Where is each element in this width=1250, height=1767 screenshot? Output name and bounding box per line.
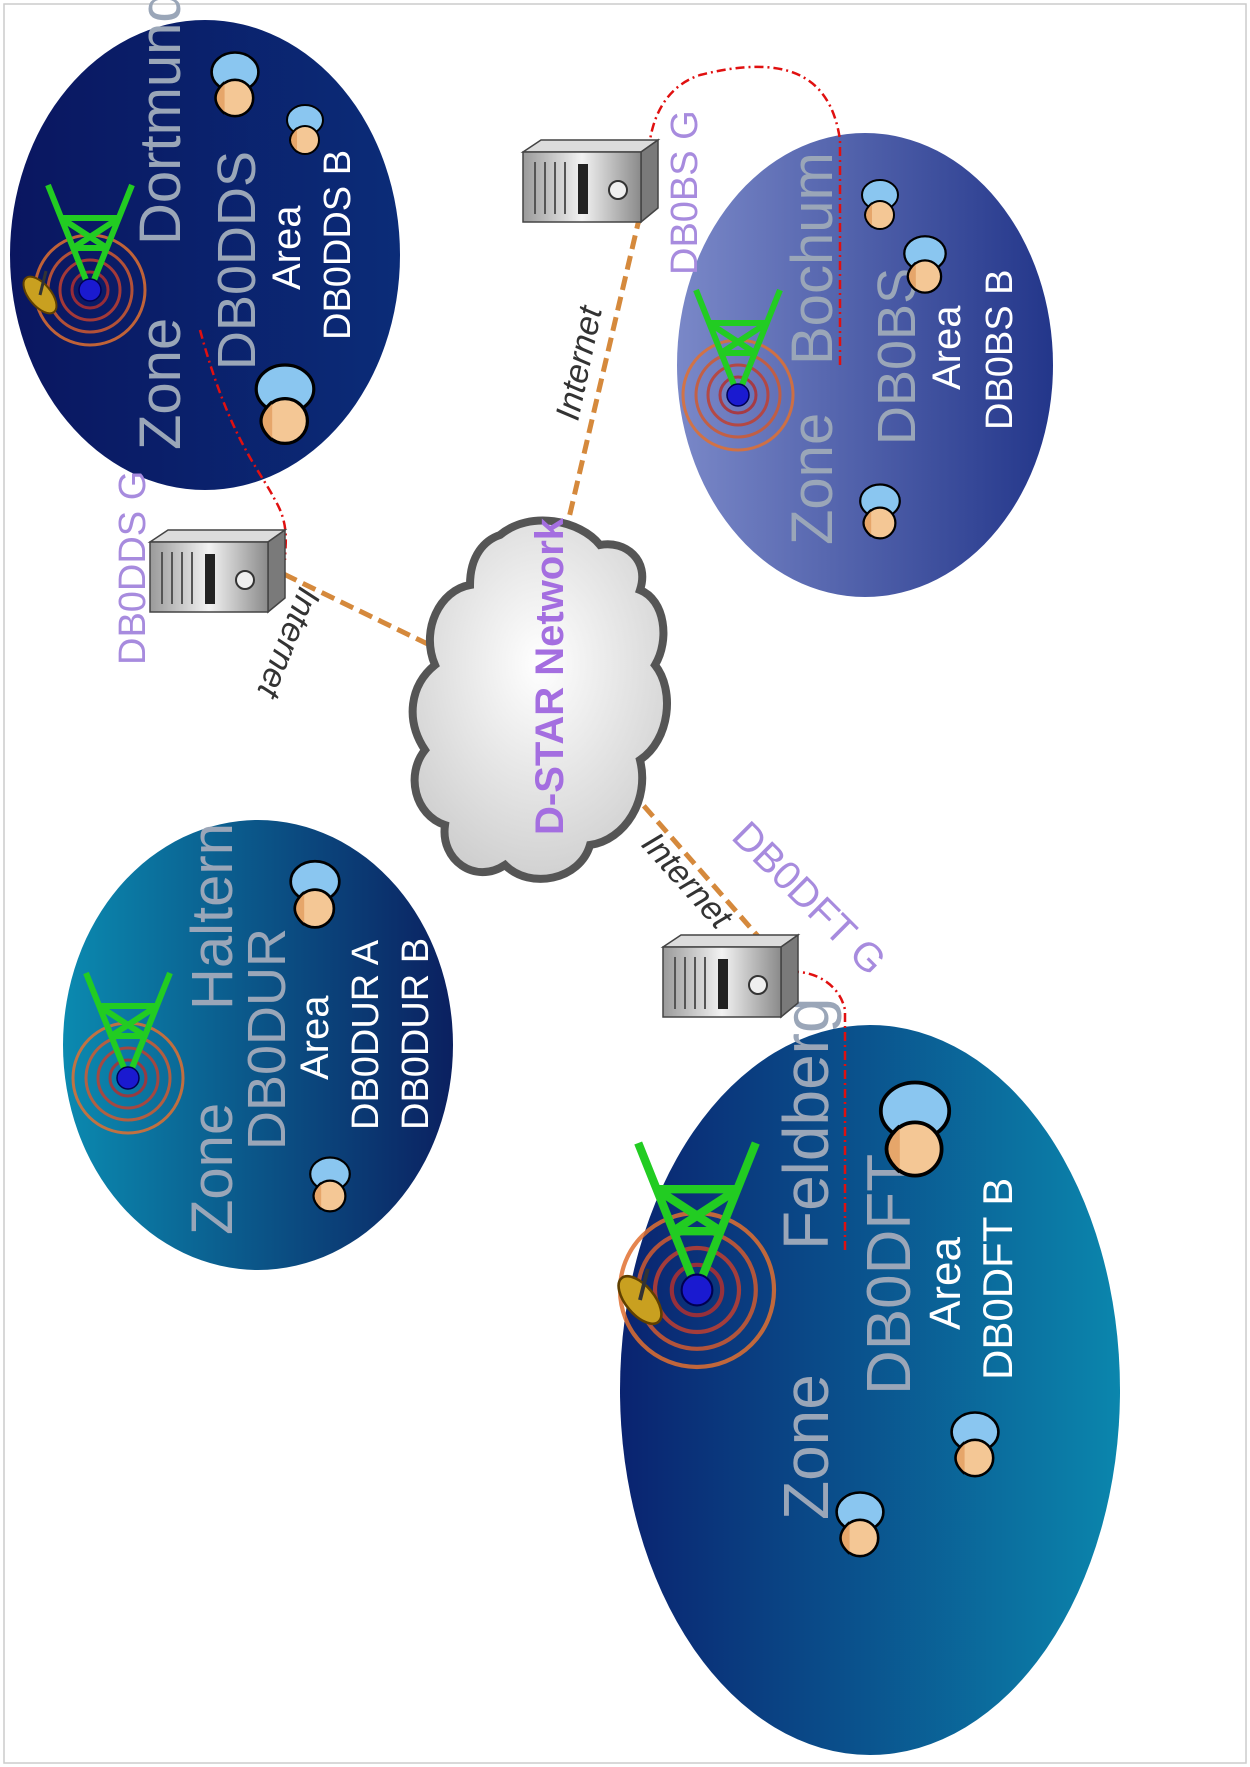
gateway-dortmund-label: DB0DDS G xyxy=(112,471,154,665)
user-avatar-icon xyxy=(210,51,260,118)
zone-haltern-area: Area xyxy=(293,995,337,1080)
user-avatar-icon xyxy=(903,235,947,294)
zone-feldberg-code: DB0DFT xyxy=(855,1154,924,1395)
zone-bochum-area: Area xyxy=(925,305,969,390)
zone-feldberg-area: Area xyxy=(921,1237,970,1330)
zone-bochum-repeater-b: DB0BS B xyxy=(979,269,1021,430)
zone-haltern: Zone Haltern DB0DUR Area DB0DUR A DB0DUR… xyxy=(63,820,453,1270)
zone-haltern-repeater-a: DB0DUR A xyxy=(345,939,387,1130)
zone-dortmund-repeater-b: DB0DDS B xyxy=(317,150,359,340)
link-feldberg xyxy=(628,788,772,952)
internet-label-bochum: Internet xyxy=(549,301,610,423)
zone-dortmund-code: DB0DDS xyxy=(207,151,267,370)
link-dortmund xyxy=(263,562,442,653)
gateway-dortmund: DB0DDS G xyxy=(112,471,286,665)
dstar-network-cloud: D-STAR Network xyxy=(408,516,671,883)
zone-feldberg-label: Zone xyxy=(770,1374,842,1520)
zone-bochum-label: Zone xyxy=(780,413,845,545)
internet-label-feldberg: Internet xyxy=(634,825,740,937)
gateway-bochum-label: DB0BS G xyxy=(664,110,706,275)
zone-feldberg: Zone Feldberg DB0DFT Area DB0DFT B xyxy=(608,997,1120,1755)
user-avatar-icon xyxy=(289,859,341,929)
user-avatar-icon xyxy=(309,1156,351,1213)
zone-feldberg-name: Feldberg xyxy=(770,997,842,1250)
gateway-bochum: DB0BS G xyxy=(522,110,706,275)
user-avatar-icon xyxy=(254,363,316,445)
zone-haltern-code: DB0DUR xyxy=(237,928,297,1150)
server-icon xyxy=(522,139,659,223)
user-avatar-icon xyxy=(861,179,899,230)
zone-haltern-repeater-b: DB0DUR B xyxy=(395,938,437,1130)
radio-path-dortmund xyxy=(198,329,288,561)
zone-haltern-name: Haltern xyxy=(180,823,245,1010)
zone-feldberg-repeater-b: DB0DFT B xyxy=(974,1178,1021,1380)
zone-dortmund-area: Area xyxy=(265,205,309,290)
user-avatar-icon xyxy=(950,1411,1000,1478)
radio-path-bochum xyxy=(648,65,842,365)
user-avatar-icon xyxy=(859,483,901,540)
zone-dortmund-label: Zone xyxy=(128,318,193,450)
server-icon xyxy=(662,934,799,1018)
network-label: D-STAR Network xyxy=(528,517,572,835)
user-avatar-icon xyxy=(286,104,324,155)
zone-bochum-name: Bochum xyxy=(780,152,845,365)
server-icon xyxy=(149,529,286,613)
zone-bochum: Zone Bochum DB0BS Area DB0BS B xyxy=(677,133,1053,597)
zone-dortmund-name: Dortmund xyxy=(128,0,193,245)
zone-bochum-code: DB0BS xyxy=(867,268,927,445)
user-avatar-icon xyxy=(878,1080,952,1178)
link-bochum xyxy=(562,214,643,536)
user-avatar-icon xyxy=(835,1491,885,1558)
zone-haltern-label: Zone xyxy=(180,1103,245,1235)
zone-dortmund: Zone Dortmund DB0DDS Area DB0DDS B xyxy=(10,0,400,490)
cloud-icon xyxy=(408,516,671,883)
